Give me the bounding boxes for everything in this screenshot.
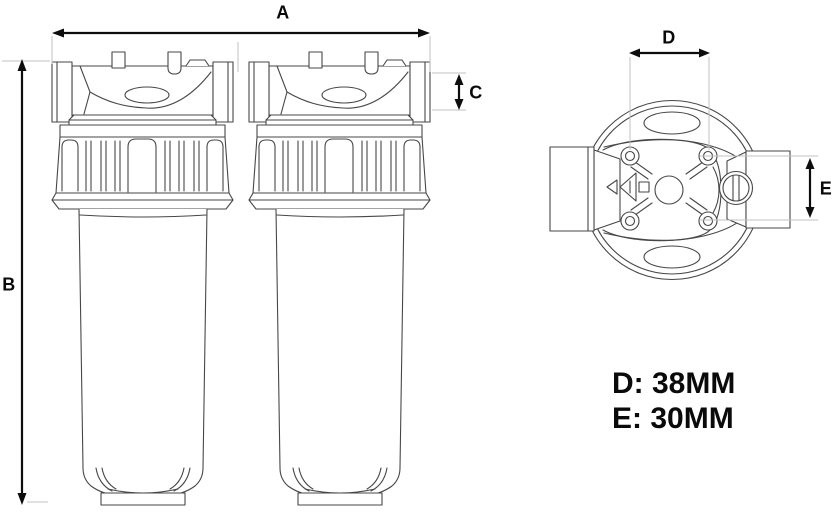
spec-text-block: D: 38MM E: 30MM bbox=[612, 366, 735, 436]
filter-housing-right bbox=[248, 51, 431, 506]
dimension-c-arrow bbox=[454, 74, 464, 110]
spec-line-e: E: 30MM bbox=[612, 402, 734, 435]
dimension-a-arrow bbox=[52, 28, 430, 38]
center-boss bbox=[654, 175, 684, 205]
filter-housing-left bbox=[51, 51, 234, 506]
flow-direction-icon bbox=[606, 172, 650, 202]
top-oval-slot bbox=[643, 111, 701, 135]
spec-line-d: D: 38MM bbox=[612, 367, 736, 400]
dimension-label-a: A bbox=[276, 2, 290, 23]
dimension-d-arrow bbox=[629, 48, 710, 58]
dimension-label-e: E bbox=[819, 178, 833, 199]
top-view-drawing bbox=[549, 99, 791, 281]
bottom-oval-slot bbox=[643, 245, 701, 269]
slotted-plug bbox=[718, 170, 754, 206]
dimension-b-arrow bbox=[17, 59, 27, 505]
front-view-drawing bbox=[51, 51, 431, 506]
inlet-port bbox=[549, 146, 621, 232]
dimension-label-c: C bbox=[469, 82, 483, 103]
dimension-e-arrow bbox=[805, 158, 815, 218]
dimension-label-d: D bbox=[662, 27, 676, 48]
extension-lines bbox=[2, 36, 818, 503]
dimension-arrows bbox=[17, 28, 815, 505]
dimension-label-b: B bbox=[2, 274, 16, 295]
